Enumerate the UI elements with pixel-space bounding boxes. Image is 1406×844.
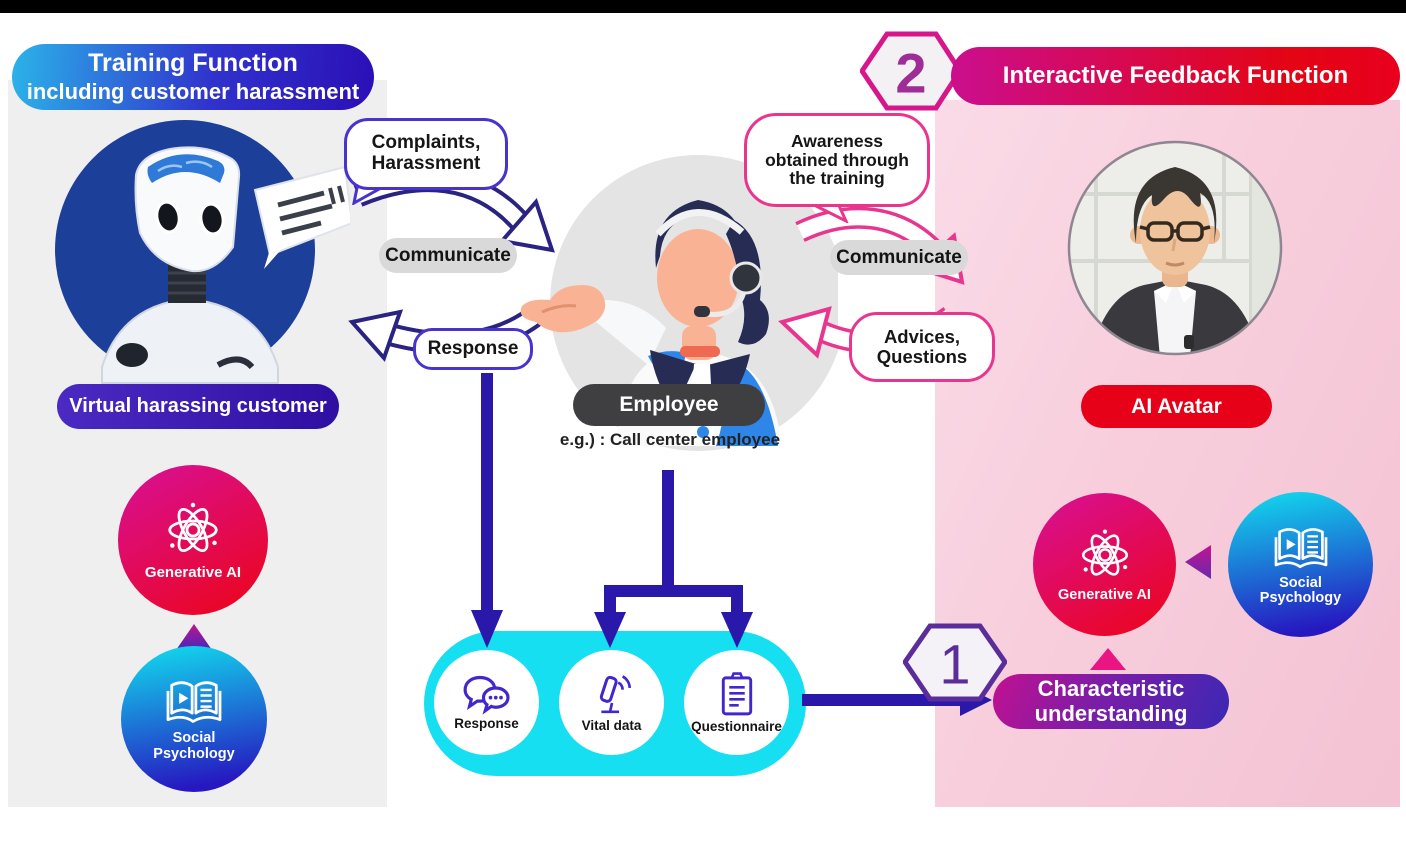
advices-line2: Questions [876,346,968,367]
collector-questionnaire-label: Questionnaire [691,719,782,734]
communicate-right-text: Communicate [836,246,962,268]
training-title-line2: including customer harassment [26,78,360,104]
response-text: Response [427,337,519,359]
interactive-feedback-badge: Interactive Feedback Function [951,47,1400,105]
awareness-bubble: Awareness obtained through the training [744,113,930,207]
open-book-icon [166,681,222,724]
collector-response-label: Response [454,716,519,731]
step-2-hexagon: 2 [860,31,962,111]
left-triangle-icon [1185,545,1211,579]
chat-bubbles-icon [463,675,510,715]
training-function-badge: Training Function including customer har… [12,44,374,110]
ai-avatar-photo [1067,140,1283,356]
speech-burst-icon [253,165,350,269]
step-2-number: 2 [895,42,926,105]
up-triangle-pink-icon [1090,648,1126,670]
social-right-line2: Psychology [1259,590,1342,606]
generative-ai-right-label: Generative AI [1058,587,1151,603]
virtual-harassing-customer-label: Virtual harassing customer [57,384,339,429]
communicate-left-text: Communicate [385,244,511,266]
atom-icon [1081,529,1128,576]
social-right-line1: Social [1279,574,1322,591]
generative-ai-label: Generative AI [144,564,242,581]
virtual-label-text: Virtual harassing customer [69,395,327,417]
training-title-line1: Training Function [88,49,298,78]
social-psychology-badge-right: Social Psychology [1228,492,1373,637]
characteristic-line1: Characteristic [1037,676,1185,702]
advices-questions-bubble: Advices, Questions [849,312,995,382]
top-black-bar [0,0,1406,13]
response-down-arrow [471,373,753,648]
step-1-number: 1 [939,633,970,696]
collector-questionnaire: Questionnaire [684,650,789,755]
collector-response: Response [434,650,539,755]
collector-vital-label: Vital data [581,718,642,733]
employee-label: Employee [573,384,765,426]
complaints-line1: Complaints, [371,132,481,154]
characteristic-understanding-badge: Characteristic understanding [993,674,1229,729]
complaints-harassment-bubble: Complaints, Harassment [344,118,508,190]
generative-ai-badge-left: Generative AI [118,465,268,615]
ai-avatar-label: AI Avatar [1081,385,1272,428]
complaints-line2: Harassment [371,153,481,174]
open-book-icon [1274,527,1327,568]
employee-label-text: Employee [619,393,719,416]
awareness-line1: Awareness [790,131,884,152]
communicate-label-left: Communicate [379,238,517,273]
characteristic-line2: understanding [1034,700,1188,726]
feedback-title-text: Interactive Feedback Function [1002,62,1349,89]
social-label-line2: Psychology [153,745,235,762]
clipboard-icon [721,672,752,716]
social-label-line1: Social [172,730,216,747]
social-psychology-badge-left: Social Psychology [121,646,267,792]
response-bubble: Response [413,328,533,370]
atom-icon [168,502,218,553]
employee-example-text: e.g.) : Call center employee [559,430,781,449]
robot-illustration [55,120,350,384]
generative-ai-badge-right: Generative AI [1033,493,1176,636]
advices-line1: Advices, [883,326,961,348]
awareness-line3: the training [789,168,885,189]
vital-sensor-icon [599,675,631,714]
communicate-label-right: Communicate [830,240,968,275]
step-1-hexagon: 1 [903,623,1007,702]
ai-avatar-label-text: AI Avatar [1131,394,1222,418]
collector-vital-data: Vital data [559,650,664,755]
awareness-line2: obtained through [765,149,909,170]
up-triangle-icon [176,624,212,650]
